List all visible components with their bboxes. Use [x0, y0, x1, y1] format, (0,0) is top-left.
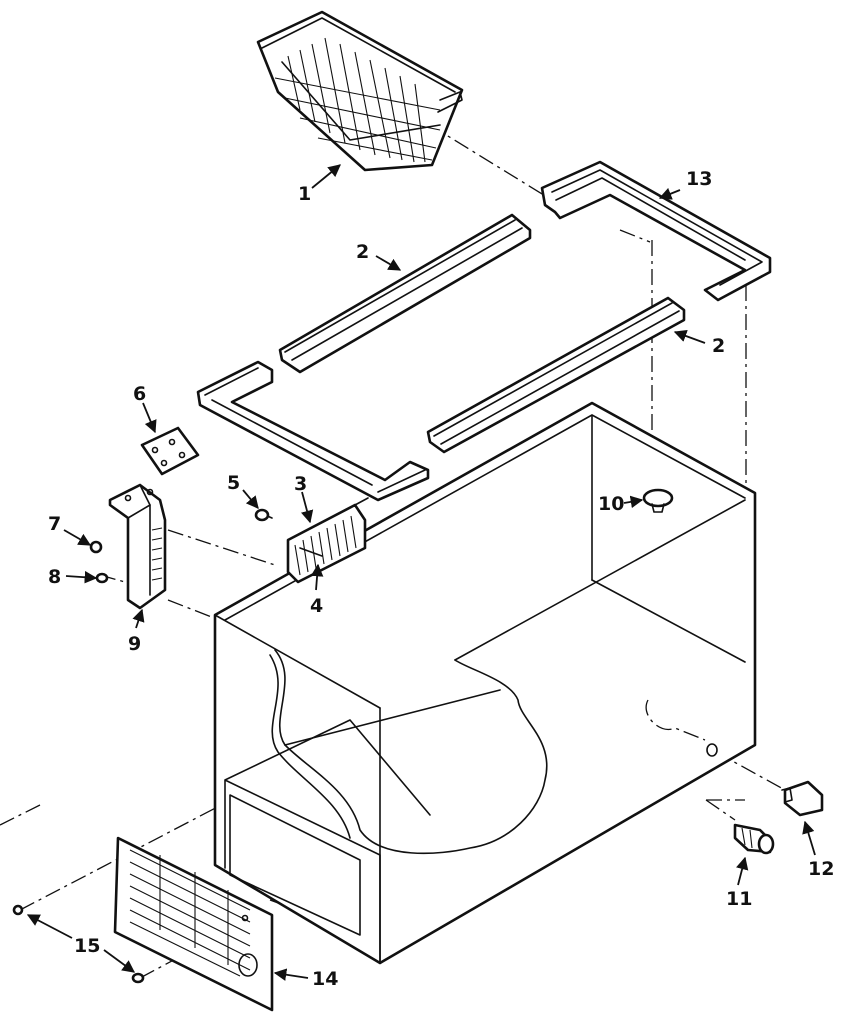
drain-fitting	[733, 823, 775, 855]
callout-labels: 1 2 2 3 4 5 6 7 8 9 10 11 12 13 14 15	[48, 168, 834, 990]
callout-9: 9	[128, 633, 141, 655]
screw-15-left	[12, 904, 24, 916]
breaker-strip-front	[196, 360, 430, 502]
callout-1: 1	[298, 183, 311, 205]
screw-7	[89, 540, 103, 554]
callout-7: 7	[48, 513, 61, 535]
drain-cap	[781, 780, 824, 817]
hinge-plate	[140, 426, 200, 476]
louvered-grille	[113, 836, 274, 1012]
hinge	[108, 483, 167, 610]
callout-2-left: 2	[356, 241, 369, 263]
screw-15-right	[131, 972, 145, 984]
callout-5: 5	[227, 472, 240, 494]
breaker-strip-side-left	[278, 213, 532, 374]
breaker-strip-rear	[540, 160, 772, 302]
leader-arrows	[26, 164, 816, 981]
callout-2-right: 2	[712, 335, 725, 357]
callout-4: 4	[310, 595, 323, 617]
breaker-strip-side-right	[426, 296, 686, 454]
callout-8: 8	[48, 566, 61, 588]
callout-3: 3	[294, 473, 307, 495]
callout-13: 13	[686, 168, 712, 190]
drain-plug	[642, 488, 674, 513]
callout-15: 15	[74, 935, 100, 957]
condenser-coil	[286, 497, 369, 584]
callout-10: 10	[598, 493, 624, 515]
wire-basket	[256, 10, 464, 172]
screw-5	[254, 508, 273, 522]
callout-6: 6	[133, 383, 146, 405]
callout-14: 14	[312, 968, 338, 990]
callout-12: 12	[808, 858, 834, 880]
screw-8	[95, 572, 109, 584]
callout-11: 11	[726, 888, 752, 910]
